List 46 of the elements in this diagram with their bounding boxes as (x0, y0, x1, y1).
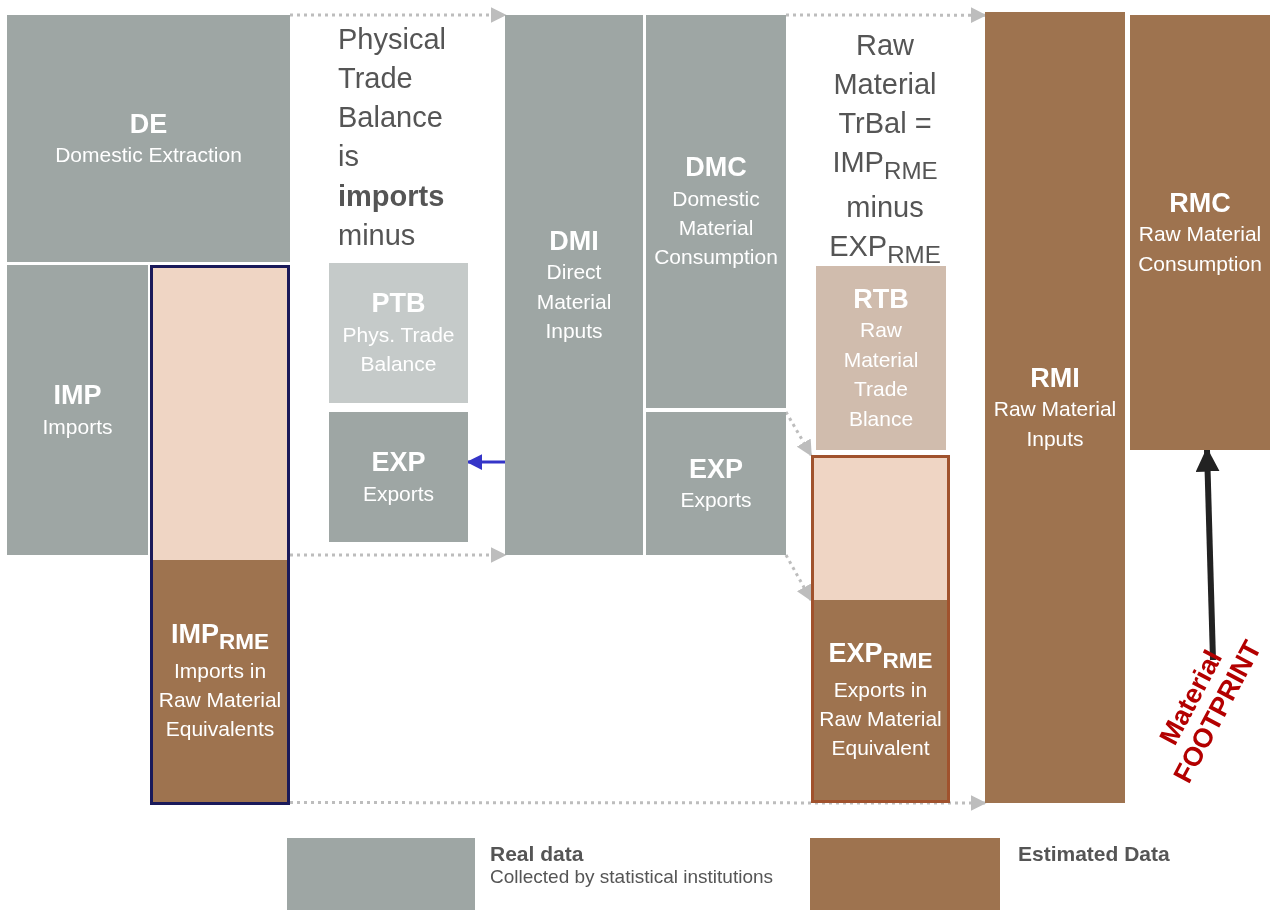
block-abbreviation: EXP$_{RME}$ (828, 637, 933, 675)
balance-block (816, 266, 946, 450)
block-description: Imports in Raw Material Equivalents (157, 657, 283, 743)
block-description: Raw Material Inputs (992, 396, 1118, 452)
block-description: Direct Material Inputs (535, 259, 613, 344)
block-abbreviation: PTB (371, 287, 426, 320)
block-abbreviation: DMI (549, 224, 599, 258)
data-block (7, 15, 290, 262)
block-description: Exports in Raw Material Equivalent (818, 676, 943, 762)
dotted-arrow (290, 547, 507, 563)
formula-note: Raw Material TrBal = IMP$_{RME}$ minus EXP$_{RME}$ (828, 28, 942, 270)
block-description: Exports (361, 480, 436, 507)
dotted-arrow (786, 7, 987, 24)
block-abbreviation: EXP (689, 452, 743, 485)
data-block (7, 265, 148, 555)
dotted-arrow (784, 554, 813, 602)
estimate-block (150, 560, 290, 805)
balance-block (329, 263, 468, 403)
formula-note: Physical Trade Balance is imports minus (338, 22, 447, 253)
block-abbreviation: IMP$_{RME}$ (171, 618, 269, 656)
block-abbreviation: DE (129, 107, 168, 140)
data-block (646, 412, 786, 555)
block-description: Raw Material Consumption (1137, 221, 1263, 277)
block-description: Raw Material Trade Blance (842, 317, 920, 432)
block-description: Domestic Material Consumption (653, 185, 779, 271)
block-abbreviation: RMC (1169, 186, 1231, 220)
block-abbreviation: IMP (53, 379, 102, 412)
dotted-arrow (290, 795, 987, 811)
data-block (646, 15, 786, 408)
dotted-arrow (290, 7, 507, 23)
block-description: Imports (41, 413, 114, 440)
block-abbreviation: EXP (371, 446, 426, 479)
block-abbreviation: RTB (853, 283, 909, 316)
estimate-block (985, 12, 1125, 803)
estimate-block (1130, 15, 1270, 450)
data-block (505, 15, 643, 555)
dotted-arrow (784, 411, 813, 457)
legend-label: Real data Collected by statistical institutions (490, 842, 774, 888)
block-description: Phys. Trade Balance (341, 321, 456, 378)
block-description: Domestic Extraction (54, 142, 243, 168)
legend-label: Estimated Data (1018, 842, 1171, 867)
block-abbreviation: DMC (685, 151, 747, 184)
data-block (329, 412, 468, 542)
estimate-block (811, 600, 950, 803)
block-abbreviation: RMI (1030, 361, 1080, 395)
block-description: Exports (679, 487, 753, 513)
